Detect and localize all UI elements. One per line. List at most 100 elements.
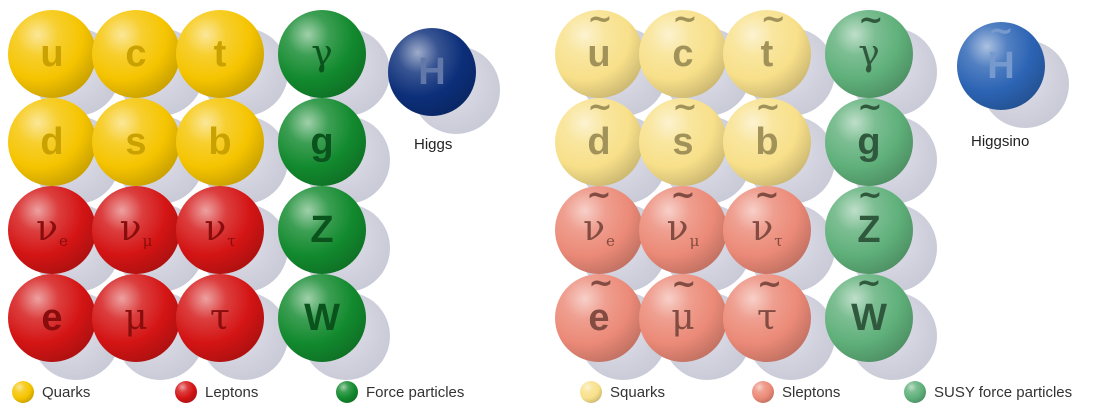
symbol-letter: μ xyxy=(671,297,695,338)
particle-force: γ xyxy=(278,10,390,116)
particle-lepton: e xyxy=(8,274,120,380)
symbol-letter: Z xyxy=(857,209,881,251)
particle-susy_force: ~Z xyxy=(825,181,937,292)
particle-symbol: ~ντ xyxy=(751,181,782,249)
tilde-mark: ~ xyxy=(670,178,696,213)
symbol-letter: H xyxy=(418,51,446,93)
particle-quark: d xyxy=(8,98,120,204)
symbol-letter: g xyxy=(857,121,881,163)
tilde-mark: ~ xyxy=(672,2,698,37)
symbol-letter: ν xyxy=(666,208,689,249)
legend-label: Quarks xyxy=(42,383,91,401)
legend-item: Squarks xyxy=(580,380,665,404)
tilde-mark: ~ xyxy=(858,3,884,38)
higgs-label: Higgs xyxy=(414,136,453,153)
tilde-mark: ~ xyxy=(754,178,780,213)
particle-sphere: g xyxy=(278,98,366,186)
particle-sphere: ~Z xyxy=(825,181,913,274)
particle-symbol: ~g xyxy=(857,93,882,163)
particle-sphere: t xyxy=(176,10,264,98)
particle-susy_force: ~g xyxy=(825,93,937,204)
particle-symbol: H xyxy=(418,53,445,91)
symbol-letter: μ xyxy=(124,297,148,338)
particle-sphere: ~g xyxy=(825,93,913,186)
particle-lepton: νμ xyxy=(92,186,204,292)
particle-sphere: s xyxy=(92,98,180,186)
supersymmetry-panel: ~u~c~t~γ~d~s~b~g~νe~νμ~ντ~Z~e~μ~τ~W ~H H… xyxy=(547,0,1093,406)
particle-higgs: H xyxy=(388,28,500,134)
symbol-letter: u xyxy=(587,33,611,75)
tilde-mark: ~ xyxy=(588,266,614,301)
symbol-letter: ν xyxy=(583,208,605,249)
symbol-letter: g xyxy=(310,121,334,163)
particle-symbol: γ xyxy=(311,36,333,72)
particle-sphere: ~b xyxy=(723,93,811,186)
particle-sphere: ~ντ xyxy=(723,181,811,274)
symbol-letter: t xyxy=(760,33,774,75)
symbol-letter: e xyxy=(588,297,610,339)
particle-sphere: Z xyxy=(278,186,366,274)
particle-squark: ~s xyxy=(639,93,751,204)
particle-symbol: ~Z xyxy=(857,181,882,251)
particle-symbol: g xyxy=(310,123,333,161)
particle-quark: u xyxy=(8,10,120,116)
particle-sphere: H xyxy=(388,28,476,116)
particle-sphere: b xyxy=(176,98,264,186)
particle-sphere: ~t xyxy=(723,5,811,98)
particle-lepton: ντ xyxy=(176,186,288,292)
symbol-letter: b xyxy=(208,121,232,163)
symbol-letter: d xyxy=(587,121,611,163)
legend-item: SUSY force particles xyxy=(904,380,1072,404)
particle-symbol: ~H xyxy=(987,17,1015,87)
particle-symbol: c xyxy=(125,35,146,73)
particle-symbol: u xyxy=(40,35,63,73)
symbol-letter: γ xyxy=(858,33,880,74)
legend-swatch xyxy=(904,381,926,403)
particle-sphere: ~u xyxy=(555,5,643,98)
tilde-mark: ~ xyxy=(856,266,882,301)
tilde-mark: ~ xyxy=(857,178,883,213)
symbol-letter: H xyxy=(987,45,1015,87)
particle-symbol: t xyxy=(214,35,227,73)
particle-slepton: ~μ xyxy=(639,270,751,380)
particle-symbol: b xyxy=(208,123,231,161)
particle-symbol: ντ xyxy=(204,211,235,249)
symbol-letter: b xyxy=(755,121,779,163)
legend-swatch xyxy=(336,381,358,403)
particle-sphere: ~νe xyxy=(555,181,643,274)
particle-lepton: μ xyxy=(92,274,204,380)
particle-slepton: ~τ xyxy=(723,270,835,380)
particle-symbol: νe xyxy=(36,211,68,249)
particle-lepton: νe xyxy=(8,186,120,292)
particle-symbol: ~c xyxy=(672,5,697,75)
particle-slepton: ~νe xyxy=(555,181,667,292)
particle-sphere: ~H xyxy=(957,17,1045,110)
legend-label: Sleptons xyxy=(782,383,841,401)
particle-sphere: νe xyxy=(8,186,96,274)
particle-symbol: ~s xyxy=(672,93,697,162)
symbol-letter: c xyxy=(672,33,694,75)
particle-symbol: ~νμ xyxy=(666,181,700,250)
symbol-letter: c xyxy=(125,33,147,75)
particle-symbol: ~t xyxy=(760,5,786,75)
tilde-mark: ~ xyxy=(587,90,613,125)
particle-symbol: ~W xyxy=(851,269,887,338)
particle-sphere: u xyxy=(8,10,96,98)
tilde-mark: ~ xyxy=(672,90,698,125)
particle-symbol: ~d xyxy=(587,93,612,163)
particle-sphere: μ xyxy=(92,274,180,362)
particle-sphere: d xyxy=(8,98,96,186)
particle-symbol: ~γ xyxy=(858,6,883,74)
particle-squark: ~c xyxy=(639,5,751,116)
symbol-subscript: μ xyxy=(689,232,700,250)
particle-sphere: ντ xyxy=(176,186,264,274)
legend-swatch xyxy=(752,381,774,403)
particle-symbol: ~μ xyxy=(671,270,696,338)
symbol-letter: u xyxy=(40,33,64,75)
particle-sphere: ~W xyxy=(825,269,913,362)
particle-slepton: ~ντ xyxy=(723,181,835,292)
symbol-subscript: τ xyxy=(227,232,236,250)
legend-label: Squarks xyxy=(610,383,666,401)
tilde-mark: ~ xyxy=(857,90,883,125)
legend-item: Leptons xyxy=(175,380,258,404)
